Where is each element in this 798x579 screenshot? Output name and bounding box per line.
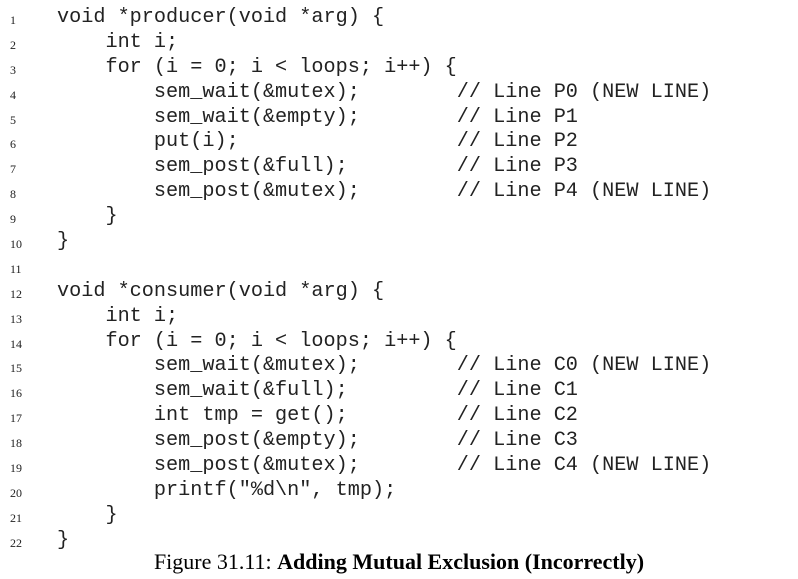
code-line: 4 sem_wait(&mutex); // Line P0 (NEW LINE…: [0, 81, 798, 106]
code-line: 22}: [0, 529, 798, 554]
line-number: 7: [10, 162, 16, 177]
code-listing: 1 void *producer(void *arg) { 2 int i; 3 …: [0, 6, 798, 554]
code-text: sem_post(&mutex); // Line P4 (NEW LINE): [57, 180, 712, 204]
code-line: 19 sem_post(&mutex); // Line C4 (NEW LIN…: [0, 454, 798, 479]
code-line: 17 int tmp = get(); // Line C2: [0, 404, 798, 429]
code-text: put(i); // Line P2: [57, 130, 578, 154]
line-number: 5: [10, 112, 16, 127]
code-text: void *producer(void *arg) {: [57, 6, 385, 29]
code-text: sem_post(&mutex); // Line C4 (NEW LINE): [57, 454, 712, 478]
line-number: 19: [10, 461, 22, 476]
line-number: 17: [10, 411, 22, 426]
line-number: 14: [10, 336, 22, 351]
line-number: 21: [10, 510, 22, 525]
code-text: int i;: [57, 304, 179, 328]
code-text: }: [57, 503, 118, 527]
code-text: sem_wait(&mutex); // Line C0 (NEW LINE): [57, 354, 712, 378]
line-number: 4: [10, 87, 16, 102]
line-number: 8: [10, 187, 16, 202]
code-line: 7 sem_post(&full); // Line P3: [0, 155, 798, 180]
line-number: 3: [10, 62, 16, 77]
code-text: int i;: [57, 30, 179, 54]
code-line: 14 for (i = 0; i < loops; i++) {: [0, 330, 798, 355]
code-line: 12 void *consumer(void *arg) {: [0, 280, 798, 305]
code-text: sem_wait(&empty); // Line P1: [57, 105, 578, 129]
code-line: 18 sem_post(&empty); // Line C3: [0, 429, 798, 454]
line-number: 12: [10, 286, 22, 301]
line-number: 18: [10, 436, 22, 451]
line-number: 13: [10, 311, 22, 326]
line-number: 2: [10, 37, 16, 52]
code-line: 1 void *producer(void *arg) {: [0, 6, 798, 31]
line-number: 10: [10, 237, 22, 252]
caption-title: Adding Mutual Exclusion (Incorrectly): [277, 549, 645, 574]
code-text: sem_wait(&full); // Line C1: [57, 379, 578, 403]
code-line: 2 int i;: [0, 31, 798, 56]
caption-label: Figure 31.11:: [153, 549, 278, 574]
code-text: }: [57, 528, 70, 552]
code-text: void *consumer(void *arg) {: [57, 279, 385, 303]
line-number: 20: [10, 485, 22, 500]
code-text: }: [57, 205, 118, 229]
code-line: 15 sem_wait(&mutex); // Line C0 (NEW LIN…: [0, 354, 798, 379]
code-text: for (i = 0; i < loops; i++) {: [57, 55, 457, 79]
code-text: }: [57, 230, 70, 254]
figure-caption: Figure 31.11: Adding Mutual Exclusion (I…: [0, 549, 798, 575]
line-number: 22: [10, 535, 22, 550]
code-line: 3 for (i = 0; i < loops; i++) {: [0, 56, 798, 81]
code-text: sem_post(&empty); // Line C3: [57, 429, 578, 453]
line-number: 11: [10, 261, 22, 276]
code-line: 20 printf("%d\n", tmp);: [0, 479, 798, 504]
line-number: 6: [10, 137, 16, 152]
code-line: 8 sem_post(&mutex); // Line P4 (NEW LINE…: [0, 180, 798, 205]
code-line: 6 put(i); // Line P2: [0, 130, 798, 155]
code-line: 10}: [0, 230, 798, 255]
line-number: 9: [10, 212, 16, 227]
code-line: 5 sem_wait(&empty); // Line P1: [0, 106, 798, 131]
line-number: 15: [10, 361, 22, 376]
code-text: sem_post(&full); // Line P3: [57, 155, 578, 179]
code-line: 13 int i;: [0, 305, 798, 330]
line-number: 16: [10, 386, 22, 401]
code-text: int tmp = get(); // Line C2: [57, 404, 578, 428]
line-number: 1: [10, 13, 16, 27]
code-line: 11: [0, 255, 798, 280]
code-line: 9 }: [0, 205, 798, 230]
code-line: 16 sem_wait(&full); // Line C1: [0, 379, 798, 404]
code-line: 21 }: [0, 504, 798, 529]
code-text: printf("%d\n", tmp);: [57, 478, 397, 502]
code-text: for (i = 0; i < loops; i++) {: [57, 329, 457, 353]
code-text: sem_wait(&mutex); // Line P0 (NEW LINE): [57, 80, 712, 104]
